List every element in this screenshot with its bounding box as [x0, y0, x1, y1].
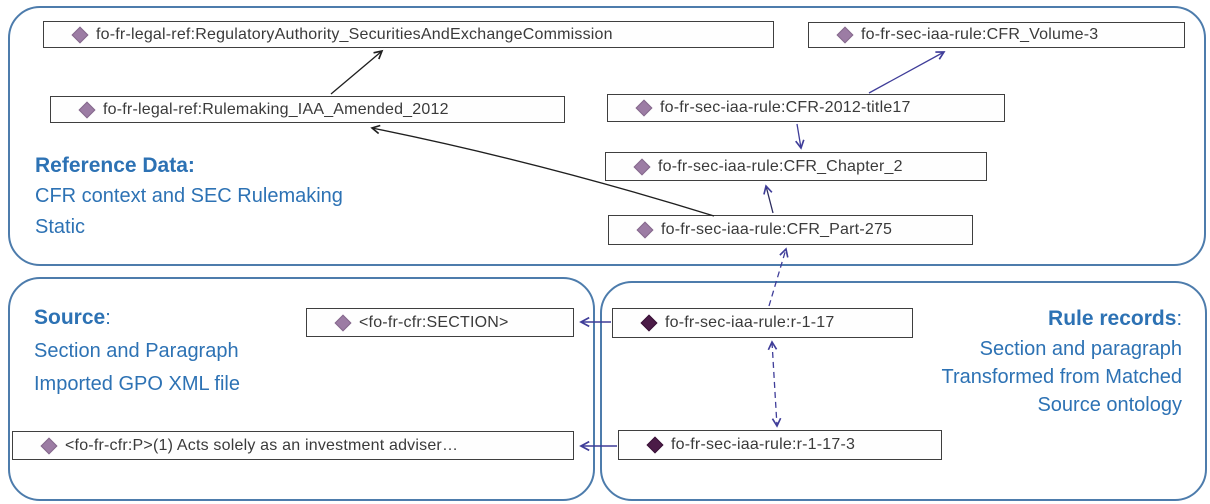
reference-data-group [8, 6, 1206, 266]
rule-records-line2: Transformed from Matched [941, 366, 1182, 388]
node-cfr-paragraph[interactable]: <fo-fr-cfr:P>(1) Acts solely as an inves… [12, 431, 574, 460]
node-label: fo-fr-legal-ref:Rulemaking_IAA_Amended_2… [103, 100, 449, 118]
node-rulemaking-iaa-amended-2012[interactable]: fo-fr-legal-ref:Rulemaking_IAA_Amended_2… [50, 96, 565, 123]
rule-records-label: Rule records: Section and paragraph Tran… [942, 303, 1182, 419]
node-label: fo-fr-sec-iaa-rule:CFR_Volume-3 [861, 26, 1099, 43]
diamond-icon [635, 99, 653, 117]
source-label: Source: Section and Paragraph Imported G… [34, 301, 240, 401]
rule-records-line1: Section and paragraph [979, 338, 1182, 360]
node-label: fo-fr-sec-iaa-rule:CFR_Part-275 [661, 221, 893, 238]
reference-data-line1: CFR context and SEC Rulemaking [35, 185, 343, 207]
diamond-icon [71, 26, 89, 43]
diamond-icon [640, 314, 658, 332]
node-regulatory-authority[interactable]: fo-fr-legal-ref:RegulatoryAuthority_Secu… [43, 21, 774, 48]
diamond-icon [40, 437, 58, 454]
diamond-icon [334, 314, 352, 331]
diamond-icon [78, 101, 96, 118]
source-line2: Imported GPO XML file [34, 373, 240, 395]
node-label: fo-fr-sec-iaa-rule:r-1-17 [665, 314, 835, 331]
node-label: <fo-fr-cfr:SECTION> [359, 313, 509, 331]
node-cfr-2012-title17[interactable]: fo-fr-sec-iaa-rule:CFR-2012-title17 [607, 94, 1005, 122]
diamond-icon [836, 26, 854, 44]
diamond-icon [636, 221, 654, 239]
node-rule-r-1-17[interactable]: fo-fr-sec-iaa-rule:r-1-17 [612, 308, 913, 338]
reference-data-label: Reference Data: CFR context and SEC Rule… [35, 150, 343, 243]
diamond-icon [646, 436, 664, 454]
rule-records-group [600, 281, 1207, 501]
node-label: fo-fr-sec-iaa-rule:CFR_Chapter_2 [658, 157, 903, 175]
reference-data-title: Reference Data: [35, 154, 195, 177]
rule-records-title: Rule records: [1048, 307, 1182, 330]
reference-data-line2: Static [35, 216, 86, 238]
node-cfr-chapter-2[interactable]: fo-fr-sec-iaa-rule:CFR_Chapter_2 [605, 152, 987, 181]
node-label: fo-fr-legal-ref:RegulatoryAuthority_Secu… [96, 25, 613, 43]
source-line1: Section and Paragraph [34, 340, 239, 362]
source-title: Source: [34, 306, 111, 329]
node-cfr-volume-3[interactable]: fo-fr-sec-iaa-rule:CFR_Volume-3 [808, 22, 1185, 48]
node-cfr-section[interactable]: <fo-fr-cfr:SECTION> [306, 308, 574, 337]
node-label: fo-fr-sec-iaa-rule:CFR-2012-title17 [660, 99, 911, 116]
node-label: fo-fr-sec-iaa-rule:r-1-17-3 [671, 436, 856, 453]
rule-records-line3: Source ontology [1037, 394, 1182, 416]
node-cfr-part-275[interactable]: fo-fr-sec-iaa-rule:CFR_Part-275 [608, 215, 973, 245]
node-rule-r-1-17-3[interactable]: fo-fr-sec-iaa-rule:r-1-17-3 [618, 430, 942, 460]
node-label: <fo-fr-cfr:P>(1) Acts solely as an inves… [65, 436, 459, 454]
source-group [8, 277, 595, 501]
diamond-icon [633, 158, 651, 175]
